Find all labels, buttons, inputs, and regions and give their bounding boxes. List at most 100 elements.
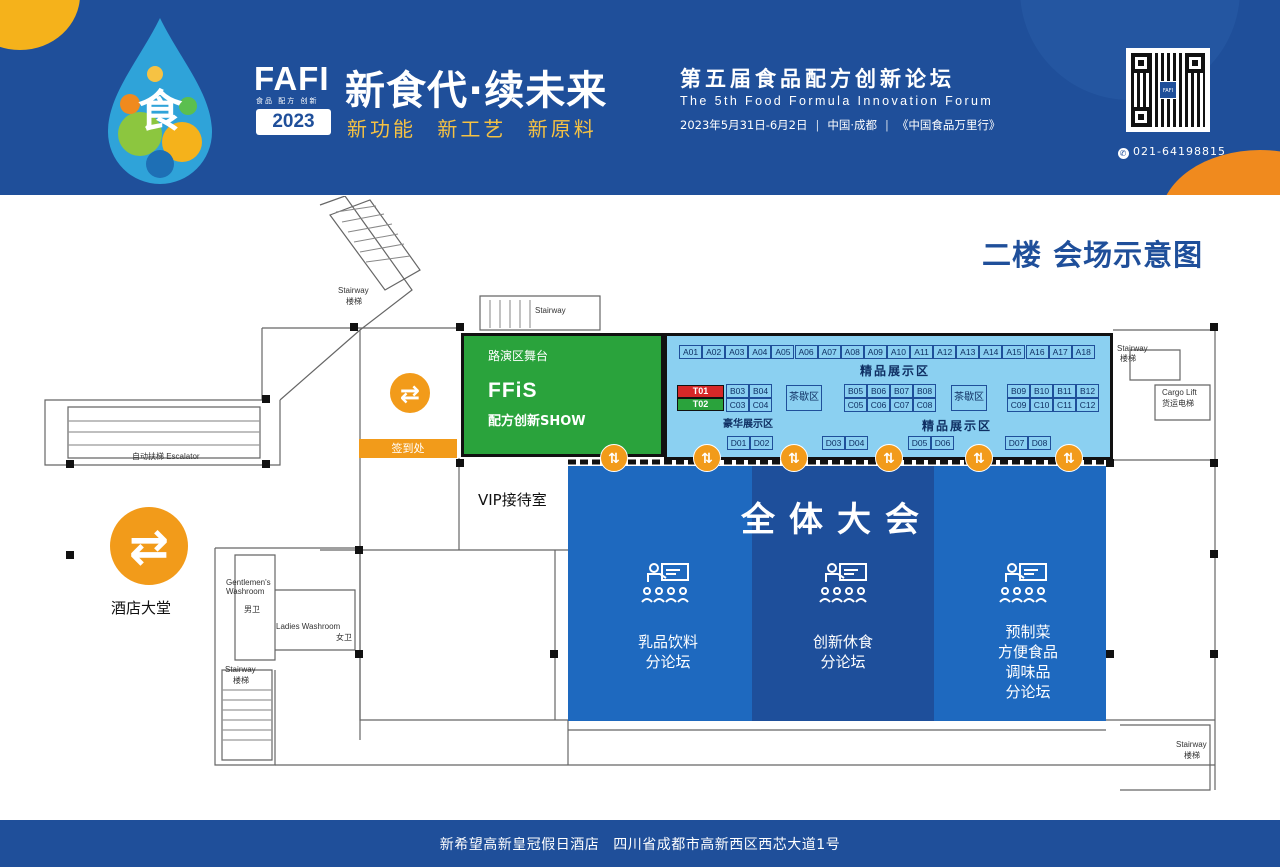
footer-bar [0, 820, 1280, 867]
presentation-icon [641, 563, 689, 603]
booth-a09[interactable]: A09 [863, 345, 887, 359]
hotel-name: 新希望高新皇冠假日酒店 [439, 837, 600, 853]
booth-t02[interactable]: T02 [677, 398, 724, 411]
left-right-arrow-icon: ⇄ [389, 372, 431, 414]
subslogan-item: 新功能 [347, 117, 416, 141]
booth-b08[interactable]: B08 [913, 384, 936, 398]
booth-d02[interactable]: D02 [750, 436, 773, 450]
booth-d06[interactable]: D06 [931, 436, 954, 450]
stairway-label: Stairway [1176, 740, 1207, 749]
booth-a15[interactable]: A15 [1002, 345, 1026, 359]
escalator-label: 自动扶梯 Escalator [132, 452, 200, 461]
roadshow-stage[interactable] [461, 333, 664, 457]
booth-c08[interactable]: C08 [913, 398, 936, 412]
up-down-arrow-icon: ⇅ [965, 444, 993, 472]
booth-t01[interactable]: T01 [677, 385, 724, 398]
booth-c07[interactable]: C07 [890, 398, 913, 412]
booth-c05[interactable]: C05 [844, 398, 867, 412]
booth-b11[interactable]: B11 [1053, 384, 1076, 398]
booth-a02[interactable]: A02 [702, 345, 726, 359]
hotel-lobby-label: 酒店大堂 [111, 599, 172, 617]
ffis-logo: FFiS [488, 379, 538, 402]
food-droplet-logo-icon: 食 [108, 18, 212, 184]
booth-a03[interactable]: A03 [725, 345, 749, 359]
booth-c12[interactable]: C12 [1076, 398, 1099, 412]
booth-c11[interactable]: C11 [1053, 398, 1076, 412]
qr-logo: FAFI [1159, 81, 1177, 99]
venue-address: 新希望高新皇冠假日酒店四川省成都市高新西区西芯大道1号 [0, 834, 1280, 854]
booth-c09[interactable]: C09 [1007, 398, 1030, 412]
booth-b06[interactable]: B06 [867, 384, 890, 398]
sub-forum-dairy[interactable]: 乳品饮料 分论坛 [637, 633, 698, 671]
forum-date: 2023年5月31日-6月2日 [680, 118, 808, 132]
up-down-arrow-icon: ⇅ [693, 444, 721, 472]
booth-c10[interactable]: C10 [1030, 398, 1053, 412]
booth-a04[interactable]: A04 [748, 345, 772, 359]
booth-a11[interactable]: A11 [910, 345, 934, 359]
event-slogan: 新食代·续未来 [345, 68, 608, 114]
subslogan-item: 新原料 [527, 117, 597, 141]
cargo-lift-label: Cargo Lift [1162, 388, 1197, 397]
tea-break-area[interactable]: 茶歇区 [786, 385, 822, 411]
booth-b04[interactable]: B04 [749, 384, 772, 398]
mens-washroom-label-cn: 男卫 [244, 605, 260, 614]
presentation-icon [999, 563, 1047, 603]
up-down-arrow-icon: ⇅ [780, 444, 808, 472]
up-down-arrow-icon: ⇅ [1055, 444, 1083, 472]
booth-a17[interactable]: A17 [1048, 345, 1072, 359]
tea-break-area[interactable]: 茶歇区 [951, 385, 987, 411]
hotel-address: 四川省成都市高新西区西芯大道1号 [613, 837, 841, 853]
luxury-zone-label: 豪华展示区 [723, 419, 773, 430]
event-subslogan: 新功能 新工艺 新原料 [347, 113, 609, 142]
booth-a10[interactable]: A10 [886, 345, 910, 359]
booth-b05[interactable]: B05 [844, 384, 867, 398]
vip-reception-room[interactable]: VIP接待室 [478, 491, 547, 509]
booth-c06[interactable]: C06 [867, 398, 890, 412]
booth-a05[interactable]: A05 [771, 345, 795, 359]
booth-a06[interactable]: A06 [794, 345, 818, 359]
booth-d04[interactable]: D04 [845, 436, 868, 450]
booth-b07[interactable]: B07 [890, 384, 913, 398]
booth-d03[interactable]: D03 [822, 436, 845, 450]
booth-a12[interactable]: A12 [933, 345, 957, 359]
up-down-arrow-icon: ⇅ [600, 444, 628, 472]
stairway-label-cn: 楼梯 [233, 676, 249, 685]
forum-info: 2023年5月31日-6月2日|中国·成都|《中国食品万里行》 [680, 118, 1001, 132]
up-down-arrow-icon: ⇅ [875, 444, 903, 472]
qr-code[interactable]: FAFI [1126, 48, 1210, 132]
forum-city: 中国·成都 [827, 118, 878, 132]
fafi-tagline: 食品 配方 创新 [256, 97, 319, 105]
booth-b12[interactable]: B12 [1076, 384, 1099, 398]
stairway-label-cn: 楼梯 [1120, 354, 1136, 363]
stage-label: 路演区舞台 [488, 349, 549, 363]
decor-blob-yellow [0, 0, 80, 50]
stairway-label: Stairway [338, 286, 369, 295]
booth-a13[interactable]: A13 [956, 345, 980, 359]
booth-d01[interactable]: D01 [727, 436, 750, 450]
stairway-label-cn: 楼梯 [346, 297, 362, 306]
booth-d05[interactable]: D05 [908, 436, 931, 450]
booth-c03[interactable]: C03 [726, 398, 749, 412]
booth-b09[interactable]: B09 [1007, 384, 1030, 398]
stairway-label: Stairway [225, 665, 256, 674]
header-banner: 食 FAFI 食品 配方 创新 2023 新食代·续未来 新功能 新工艺 新原料… [0, 0, 1280, 195]
booth-a07[interactable]: A07 [817, 345, 841, 359]
booth-a08[interactable]: A08 [840, 345, 864, 359]
booth-d07[interactable]: D07 [1005, 436, 1028, 450]
contact-phone: ✆021-64198815 [1118, 145, 1226, 159]
booth-b03[interactable]: B03 [726, 384, 749, 398]
booth-a14[interactable]: A14 [979, 345, 1003, 359]
booth-b10[interactable]: B10 [1030, 384, 1053, 398]
booth-a16[interactable]: A16 [1025, 345, 1049, 359]
booth-c04[interactable]: C04 [749, 398, 772, 412]
subslogan-item: 新工艺 [437, 117, 507, 141]
booth-d08[interactable]: D08 [1028, 436, 1051, 450]
main-hall-title: 全体大会 [741, 500, 933, 540]
sign-in-desk[interactable]: 签到处 [359, 439, 457, 458]
zone-label-top: 精品展示区 [860, 364, 931, 378]
sub-forum-snack[interactable]: 创新休食 分论坛 [812, 633, 873, 671]
booth-a18[interactable]: A18 [1071, 345, 1095, 359]
sub-forum-prepared-food[interactable]: 预制菜 方便食品 调味品 分论坛 [997, 623, 1058, 701]
booth-a01[interactable]: A01 [679, 345, 703, 359]
phone-icon: ✆ [1118, 148, 1129, 159]
